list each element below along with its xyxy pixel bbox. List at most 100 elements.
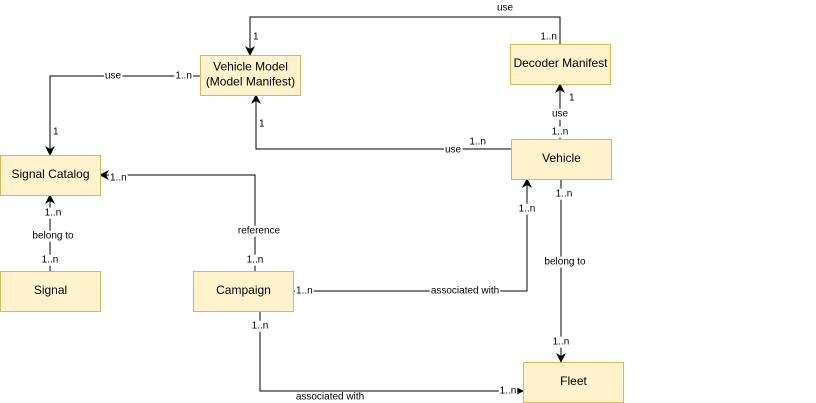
node-signal-catalog-label: Signal Catalog [11,167,89,181]
edge-model-to-catalog-source-cardinality-background [174,70,193,82]
node-campaign-box [193,271,294,312]
edge-model-to-catalog-label-background [103,70,123,82]
edge-vehicle-to-decoder-label: use [552,109,569,120]
edge-model-to-catalog-target-cardinality: 1 [53,127,59,138]
edge-vehicle-to-model-target-cardinality: 1 [259,119,265,130]
edge-vehicle-to-model-target-cardinality-group: 1 [258,118,266,130]
edge-campaign-to-vehicle-target-cardinality: 1..n [519,204,536,215]
edge-vehicle-to-decoder-source-cardinality-group: 1..n [550,126,570,138]
edge-campaign-to-vehicle-label-background [429,285,501,297]
edge-model-to-catalog-source-cardinality: 1..n [175,71,192,82]
edge-decoder-to-model-target-cardinality: 1 [253,32,259,43]
edge-decoder-to-model-target-cardinality-background [252,31,260,43]
connector-campaign-to-catalog [99,170,256,271]
edge-campaign-to-fleet-target-cardinality-background [498,385,518,397]
node-signal-catalog[interactable]: Signal Catalog [0,155,101,196]
edge-campaign-to-vehicle-source-cardinality-group: 1..n [295,285,314,297]
edge-campaign-to-fleet-target-cardinality: 1..n [500,386,517,397]
node-vehicle[interactable]: Vehicle [511,139,612,180]
edge-vehicle-to-model-label-group: use [443,144,463,156]
node-campaign-label: Campaign [216,283,271,297]
edge-campaign-to-fleet-source-cardinality-background [250,320,270,332]
edge-decoder-to-model-label-group: use [495,2,515,14]
edge-campaign-to-fleet-source-cardinality: 1..n [252,321,269,332]
edge-model-to-catalog-target-cardinality-group: 1 [52,126,60,138]
edge-signal-to-catalog-source-cardinality-background [40,254,60,266]
node-decoder-manifest-label: Decoder Manifest [513,56,608,70]
edge-vehicle-to-decoder-label-background [550,108,570,120]
edge-decoder-to-model-label-background [495,2,515,14]
edge-campaign-to-catalog-source-cardinality: 1..n [247,255,264,266]
edge-campaign-to-catalog-label: reference [238,226,281,237]
node-fleet-label: Fleet [560,374,587,388]
edge-vehicle-to-fleet-source-cardinality: 1..n [556,189,573,200]
node-decoder-manifest[interactable]: Decoder Manifest [510,44,611,85]
node-vehicle-model[interactable]: Vehicle Model(Model Manifest) [200,55,301,96]
connector-vehicle-to-model [251,94,511,150]
node-campaign[interactable]: Campaign [193,271,294,312]
edge-decoder-to-model-source-cardinality-group: 1..n [539,31,558,43]
edge-vehicle-to-fleet-source-cardinality-background [554,188,574,200]
edge-campaign-to-fleet-label-group: associated with [294,391,366,403]
edge-vehicle-to-fleet-label-background [543,256,588,268]
node-vehicle-box [511,139,612,180]
edge-vehicle-to-model-target-cardinality-background [258,118,266,130]
node-vehicle-model-box [200,55,301,96]
node-fleet[interactable]: Fleet [523,362,624,403]
edge-campaign-to-fleet-target-cardinality-group: 1..n [498,385,518,397]
edge-decoder-to-model-source-cardinality-background [539,31,558,43]
edge-campaign-to-vehicle-source-cardinality: 1..n [296,286,313,297]
edge-vehicle-to-fleet-target-cardinality-background [551,336,571,348]
edge-vehicle-to-decoder-target-cardinality-background [568,92,576,104]
edge-campaign-to-fleet-source-cardinality-group: 1..n [250,320,270,332]
edge-vehicle-to-decoder-target-cardinality-group: 1 [568,92,576,104]
edge-model-to-catalog-label-group: use [103,70,123,82]
edge-vehicle-to-model-label-background [443,144,463,156]
edge-campaign-to-catalog-label-background [236,225,282,237]
edge-campaign-to-catalog-label-group: reference [236,225,282,237]
edge-campaign-to-catalog-source-cardinality-background [245,254,265,266]
node-vehicle-model-label-2: (Model Manifest) [206,75,295,89]
edge-campaign-to-catalog-target-cardinality: 1..n [110,173,127,184]
node-signal-box [0,271,101,312]
edge-vehicle-to-fleet-target-cardinality: 1..n [553,337,570,348]
edge-vehicle-to-model-label: use [445,145,462,156]
edge-campaign-to-fleet-label: associated with [296,392,364,403]
edge-campaign-to-catalog-target-cardinality-group: 1..n [109,172,128,184]
edge-campaign-to-vehicle-label: associated with [431,286,499,297]
edge-model-to-catalog-source-cardinality-group: 1..n [174,70,193,82]
edge-model-to-catalog-label: use [105,71,122,82]
edge-campaign-to-vehicle-target-cardinality-group: 1..n [517,203,537,215]
edge-signal-to-catalog-target-cardinality: 1..n [45,208,62,219]
edge-decoder-to-model-target-cardinality-group: 1 [252,31,260,43]
edge-signal-to-catalog-label-group: belong to [31,230,76,242]
node-signal-label: Signal [34,283,67,297]
connector-decoder-to-model [245,16,561,56]
edge-campaign-to-vehicle-source-cardinality-background [295,285,314,297]
edge-vehicle-to-decoder-source-cardinality: 1..n [552,127,569,138]
edge-decoder-to-model-label: use [497,3,514,14]
edge-vehicle-to-decoder-source-cardinality-background [550,126,570,138]
edge-vehicle-to-fleet-source-cardinality-group: 1..n [554,188,574,200]
connector-campaign-to-vehicle [293,178,532,292]
node-signal[interactable]: Signal [0,271,101,312]
edge-signal-to-catalog-label: belong to [32,231,74,242]
node-decoder-manifest-box [510,44,611,85]
edge-campaign-to-catalog-source-cardinality-group: 1..n [245,254,265,266]
node-vehicle-label: Vehicle [542,151,581,165]
node-fleet-box [523,362,624,403]
edge-vehicle-to-fleet-target-cardinality-group: 1..n [551,336,571,348]
edge-signal-to-catalog-target-cardinality-background [43,207,63,219]
edge-model-to-catalog-target-cardinality-background [52,126,60,138]
edge-campaign-to-vehicle-label-group: associated with [429,285,501,297]
edge-vehicle-to-fleet-label: belong to [544,257,586,268]
node-signal-catalog-box [0,155,101,196]
edge-campaign-to-fleet-label-background [294,391,366,403]
edge-vehicle-to-decoder-label-group: use [550,108,570,120]
edge-vehicle-to-model-source-cardinality-background [468,136,487,148]
edge-signal-to-catalog-source-cardinality: 1..n [42,255,59,266]
connector-campaign-to-fleet [259,311,524,396]
edge-vehicle-to-model-source-cardinality-group: 1..n [468,136,487,148]
edge-campaign-to-vehicle-target-cardinality-background [517,203,537,215]
